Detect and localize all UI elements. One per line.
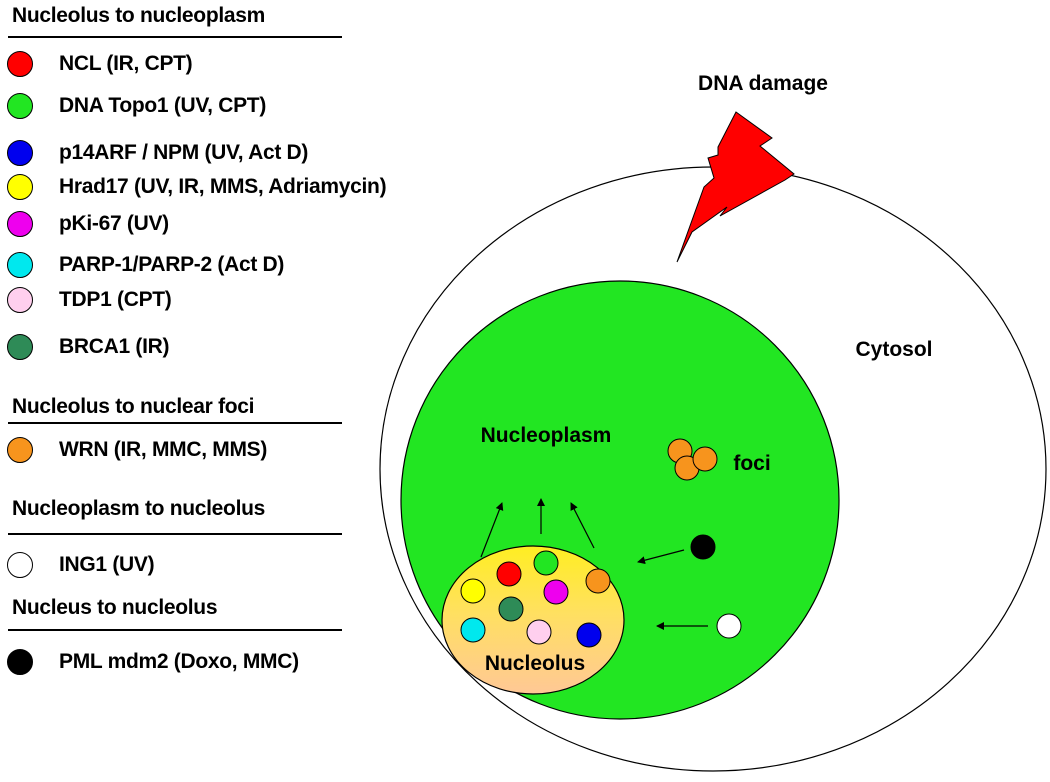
teal-dot-icon [7, 334, 33, 360]
legend-item-ncl: NCL (IR, CPT) [7, 49, 193, 79]
legend-heading-rule [8, 629, 342, 631]
cyan-dot-icon [7, 252, 33, 278]
yellow-dot-icon [7, 174, 33, 200]
legend-item-tdp1: TDP1 (CPT) [7, 285, 172, 315]
ing1-dot [716, 613, 742, 639]
legend-item-label: Hrad17 (UV, IR, MMS, Adriamycin) [59, 175, 387, 198]
legend-item-hrad17: Hrad17 (UV, IR, MMS, Adriamycin) [7, 172, 387, 202]
legend-heading-rule [8, 36, 342, 38]
orange-dot-icon [7, 437, 33, 463]
legend-item-label: PML mdm2 (Doxo, MMC) [59, 650, 299, 673]
p14arf-npm-dot [576, 622, 602, 648]
legend-item-label: pKi-67 (UV) [59, 212, 169, 235]
wrn-dot [585, 568, 611, 594]
legend-item-dna-topo1: DNA Topo1 (UV, CPT) [7, 91, 266, 121]
legend-item-label: DNA Topo1 (UV, CPT) [59, 94, 267, 117]
cytosol-label: Cytosol [855, 338, 932, 361]
pink-dot-icon [7, 287, 33, 313]
legend-item-pki-67: pKi-67 (UV) [7, 209, 169, 239]
black-dot-icon [7, 649, 33, 675]
dna-damage-label: DNA damage [698, 72, 828, 95]
red-dot-icon [7, 51, 33, 77]
magenta-dot-icon [7, 211, 33, 237]
legend-item-ing1: ING1 (UV) [7, 550, 155, 580]
dna-topo1-dot [533, 550, 559, 576]
ncl-dot [496, 561, 522, 587]
legend-item-label: NCL (IR, CPT) [59, 52, 193, 75]
nucleolus-ellipse [441, 545, 625, 695]
arrow-out-right [570, 502, 595, 549]
pki-67-dot [543, 579, 569, 605]
blue-dot-icon [7, 140, 33, 166]
legend-item-label: TDP1 (CPT) [59, 288, 172, 311]
green-dot-icon [7, 93, 33, 119]
tdp1-dot [526, 619, 552, 645]
legend-heading-nucleolus-to-nuclear-foci: Nucleolus to nuclear foci [12, 395, 255, 418]
foci-cluster [667, 438, 718, 481]
legend-heading-nucleoplasm-to-nucleolus: Nucleoplasm to nucleolus [12, 497, 266, 520]
foci-dot [692, 446, 718, 472]
legend-item-wrn: WRN (IR, MMC, MMS) [7, 435, 267, 465]
legend-item-parp: PARP-1/PARP-2 (Act D) [7, 250, 284, 280]
legend-item-label: WRN (IR, MMC, MMS) [59, 438, 268, 461]
legend-item-brca1: BRCA1 (IR) [7, 332, 169, 362]
legend-heading-rule [8, 533, 342, 535]
legend-item-p14arf-npm: p14ARF / NPM (UV, Act D) [7, 138, 308, 168]
lightning-bolt-icon [676, 111, 795, 263]
hrad17-dot [460, 578, 486, 604]
legend-item-pml-mdm2: PML mdm2 (Doxo, MMC) [7, 647, 299, 677]
legend-item-label: BRCA1 (IR) [59, 335, 170, 358]
nucleoplasm-label: Nucleoplasm [481, 424, 612, 447]
foci-label: foci [733, 452, 770, 475]
nucleolus-proteins [460, 550, 611, 648]
legend-heading-nucleus-to-nucleolus: Nucleus to nucleolus [12, 596, 218, 619]
pml-mdm2-dot [690, 534, 716, 560]
legend-item-label: p14ARF / NPM (UV, Act D) [59, 141, 309, 164]
white-dot-icon [7, 552, 33, 578]
legend-heading-nucleolus-to-nucleoplasm: Nucleolus to nucleoplasm [12, 4, 266, 27]
legend-heading-rule [8, 422, 342, 424]
legend-item-label: PARP-1/PARP-2 (Act D) [59, 253, 285, 276]
brca1-dot [498, 596, 524, 622]
parp-dot [460, 617, 486, 643]
nucleolus-label: Nucleolus [485, 652, 585, 675]
arrow-out-left [480, 502, 504, 558]
arrow-in-upper [637, 549, 685, 565]
legend-item-label: ING1 (UV) [59, 553, 155, 576]
